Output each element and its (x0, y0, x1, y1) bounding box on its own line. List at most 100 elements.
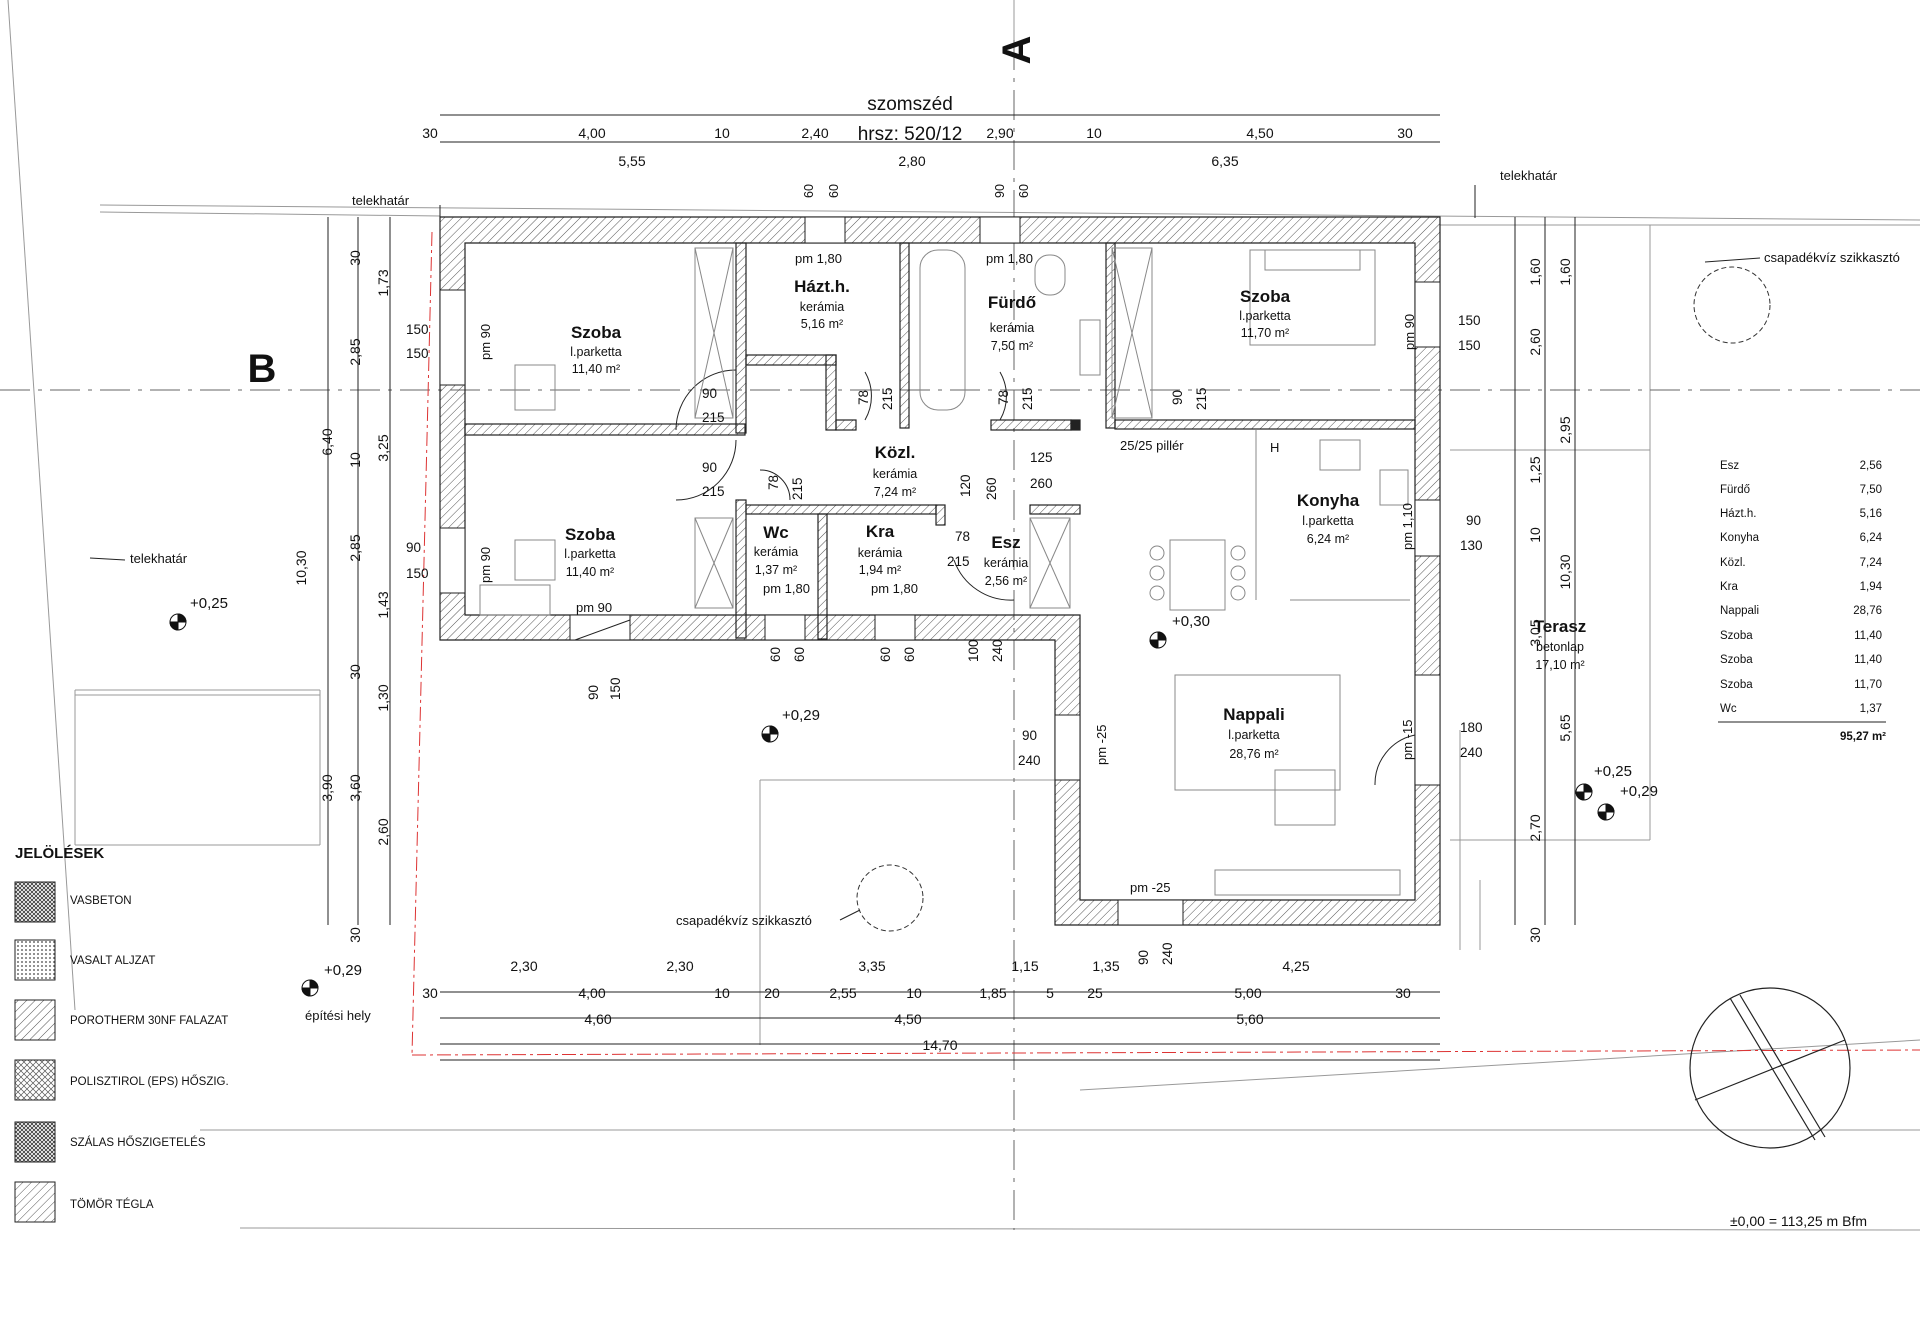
dim-bot1-5: 4,25 (1282, 958, 1309, 974)
dims-top: 30 4,00 10 2,40 2,90 10 4,50 30 5,55 2,8… (422, 125, 1413, 169)
dim-top1-2: 10 (714, 125, 730, 141)
dim-li-4: 1,30 (375, 684, 391, 711)
dim-ra-1: 2,60 (1527, 328, 1543, 355)
dim-ra-2: 1,25 (1527, 456, 1543, 483)
room-szoba2-name: Szoba (565, 525, 616, 544)
dim-top-s2: 90 (993, 184, 1007, 198)
dim-bot2-7: 5 (1046, 985, 1054, 1001)
dim-lm-2: 2,85 (347, 534, 363, 561)
area-total: 95,27 m² (1840, 731, 1886, 743)
legend: JELÖLÉSEK VASBETON VASALT ALJZAT POROTHE… (14, 845, 229, 1223)
dim-li-3: 1,43 (375, 591, 391, 618)
room-wc-floor: kerámia (754, 545, 799, 559)
level-025b: +0,25 (1594, 763, 1632, 780)
dim-bot2-4: 2,55 (829, 985, 856, 1001)
dim-bot2-0: 30 (422, 985, 438, 1001)
telekhatar-label-1: telekhatár (352, 193, 410, 208)
north-arrow (1689, 987, 1851, 1149)
dim-lm-4: 3,90 (319, 774, 335, 801)
area-row-8-name: Szoba (1720, 654, 1753, 666)
od-2: 150 (406, 346, 429, 361)
room-szoba3-floor: l.parketta (1239, 309, 1290, 323)
od-20: 260 (1030, 476, 1053, 491)
csapadek-label-2: csapadékvíz szikkasztó (676, 913, 812, 928)
room-kra-area: 1,94 m² (859, 563, 901, 577)
legend-item-0: VASBETON (70, 895, 132, 907)
od-38: 60 (792, 647, 807, 662)
od-18: 215 (947, 554, 970, 569)
room-kozl-name: Közl. (875, 443, 916, 462)
pm-12: pm 1,10 (1400, 503, 1415, 550)
area-row-5-name: Kra (1720, 581, 1739, 593)
legend-item-4: SZÁLAS HŐSZIGETELÉS (70, 1135, 206, 1149)
room-nappali-floor: l.parketta (1228, 728, 1279, 742)
od-15: 78 (766, 475, 781, 490)
dims-bottom: 2,30 2,30 3,35 1,15 1,35 4,25 30 4,00 10… (422, 958, 1411, 1053)
dim-lm-0: 2,85 (347, 338, 363, 365)
od-39: 60 (878, 647, 893, 662)
area-row-8-val: 11,40 (1854, 654, 1882, 666)
area-row-2-name: Házt.h. (1720, 508, 1756, 520)
pm-5: pm 90 (576, 600, 612, 615)
room-wc-name: Wc (763, 523, 789, 542)
dim-li-1: 1,73 (375, 269, 391, 296)
room-furdo-name: Fürdő (988, 293, 1036, 312)
dim-lm-3: 30 (347, 664, 363, 680)
room-terasz-area: 17,10 m² (1535, 658, 1584, 672)
room-kozl-area: 7,24 m² (874, 485, 916, 499)
pm-8: pm 1,80 (871, 581, 918, 596)
od-28: 240 (1018, 753, 1041, 768)
area-row-3-name: Konyha (1720, 532, 1760, 544)
dim-lo-0: 6,40 (319, 428, 335, 455)
axis-a-label: A (995, 36, 1039, 65)
dim-bot1-2: 3,35 (858, 958, 885, 974)
od-8: 215 (702, 484, 725, 499)
area-row-9-val: 11,70 (1854, 679, 1882, 691)
dim-li-6: 2,60 (375, 818, 391, 845)
od-31: 90 (1136, 950, 1151, 965)
furniture (479, 247, 1410, 896)
windows (439, 216, 1441, 926)
room-hazth-floor: kerámia (800, 300, 845, 314)
od-5: 90 (702, 386, 717, 401)
dim-top1-6: 4,50 (1246, 125, 1273, 141)
room-szoba1-area: 11,40 m² (572, 362, 620, 376)
room-szoba1-floor: l.parketta (570, 345, 621, 359)
dim-bot1-3: 1,15 (1011, 958, 1038, 974)
telekhatar-label-3: telekhatár (130, 551, 188, 566)
pm-7: pm 1,80 (763, 581, 810, 596)
room-kra-floor: kerámia (858, 546, 903, 560)
level-mark-030 (1149, 631, 1167, 649)
dim-bot1-1: 2,30 (666, 958, 693, 974)
dims-left: 6,40 10,30 2,85 10 2,85 30 3,90 30 1,73 … (293, 250, 391, 943)
area-row-4-name: Közl. (1720, 557, 1746, 569)
room-hazth-area: 5,16 m² (801, 317, 843, 331)
neighbor-parcel: hrsz: 520/12 (858, 124, 963, 145)
area-row-0-name: Esz (1720, 460, 1739, 472)
od-9: 78 (856, 390, 871, 405)
pm-10: pm -15 (1400, 720, 1415, 760)
room-kra-name: Kra (866, 522, 895, 541)
dim-top-s0: 60 (802, 184, 816, 198)
dim-bot1-0: 2,30 (510, 958, 537, 974)
dim-bot2-9: 5,00 (1234, 985, 1261, 1001)
od-17: 78 (955, 529, 970, 544)
area-row-1-name: Fürdő (1720, 484, 1750, 496)
dim-bot2-5: 10 (906, 985, 922, 1001)
area-row-7-val: 11,40 (1854, 630, 1882, 642)
od-23: 150 (1458, 313, 1481, 328)
od-21: 120 (958, 474, 973, 497)
pm-1: pm 1,80 (795, 251, 842, 266)
axis-lines (0, 40, 1920, 1230)
pm-labels: pm 1,80 pm 1,80 pm 90 pm 90 pm 90 pm 90 … (478, 251, 1417, 895)
dim-lo-1: 10,30 (293, 550, 309, 585)
dim-ra-7: 30 (1527, 927, 1543, 943)
area-row-3-val: 6,24 (1860, 532, 1883, 544)
legend-item-2: POROTHERM 30NF FALAZAT (70, 1015, 228, 1027)
area-row-6-name: Nappali (1720, 605, 1759, 617)
datum-label: ±0,00 = 113,25 m Bfm (1730, 1213, 1867, 1229)
area-row-7-name: Szoba (1720, 630, 1753, 642)
dim-bot2-8: 25 (1087, 985, 1103, 1001)
dim-bot3-1: 4,50 (894, 1011, 921, 1027)
od-33: 90 (586, 685, 601, 700)
